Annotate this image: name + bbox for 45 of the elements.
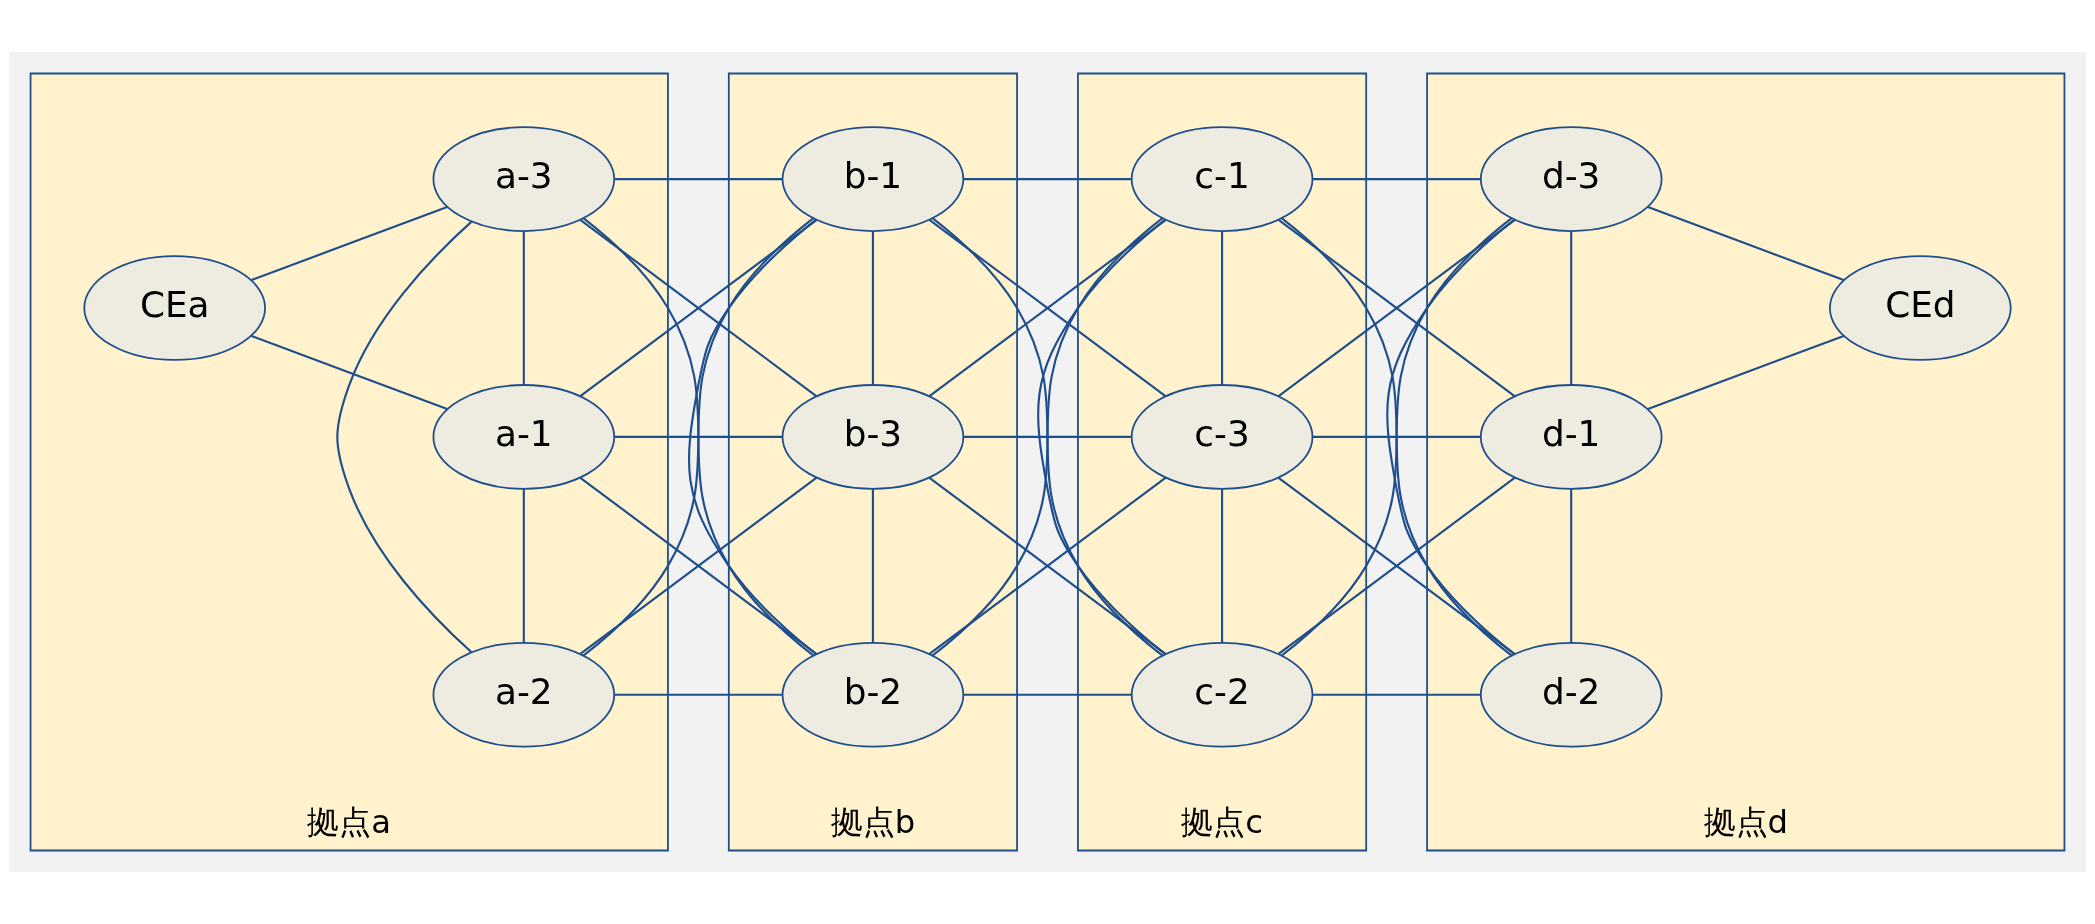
connector	[251, 335, 448, 411]
node-ellipse: d-3	[1479, 126, 1663, 232]
node-ellipse: a-3	[432, 126, 616, 232]
connector	[963, 693, 1132, 696]
node-ellipse: d-2	[1479, 641, 1663, 748]
connector	[1312, 178, 1481, 181]
connector	[871, 231, 874, 385]
connector	[1570, 489, 1573, 643]
node-ellipse: a-2	[432, 641, 616, 748]
connector	[614, 435, 783, 438]
connector	[336, 221, 472, 653]
node-ellipse: d-1	[1479, 384, 1663, 490]
connector	[522, 489, 525, 643]
node-ellipse: c-3	[1130, 384, 1314, 490]
connector	[963, 435, 1132, 438]
connector	[1386, 219, 1515, 655]
connector	[871, 489, 874, 643]
connector	[1647, 206, 1845, 282]
connector	[579, 476, 818, 655]
node-ellipse: c-2	[1130, 641, 1314, 748]
connector	[963, 178, 1132, 181]
connector	[931, 217, 1164, 657]
connector	[1312, 693, 1481, 696]
node-ellipse: CEd	[1829, 255, 2012, 361]
connector	[1647, 334, 1845, 410]
connector	[614, 178, 783, 181]
node-ellipse: b-1	[781, 126, 965, 232]
connector	[582, 217, 815, 657]
connector	[1280, 217, 1513, 657]
connector	[688, 219, 817, 655]
node-ellipse: b-2	[781, 641, 965, 748]
connector	[1570, 231, 1573, 385]
node-ellipse: b-3	[781, 384, 965, 490]
node-ellipse: a-1	[432, 384, 616, 490]
connector	[1221, 231, 1224, 385]
node-ellipse: CEa	[83, 255, 266, 361]
connector	[1221, 489, 1224, 643]
node-ellipse: c-1	[1130, 126, 1314, 232]
connector	[1277, 476, 1516, 655]
connector	[251, 206, 448, 282]
connector	[928, 476, 1167, 655]
connector	[614, 693, 783, 696]
connector	[1037, 219, 1166, 655]
connector	[1312, 435, 1481, 438]
connector	[522, 231, 525, 385]
